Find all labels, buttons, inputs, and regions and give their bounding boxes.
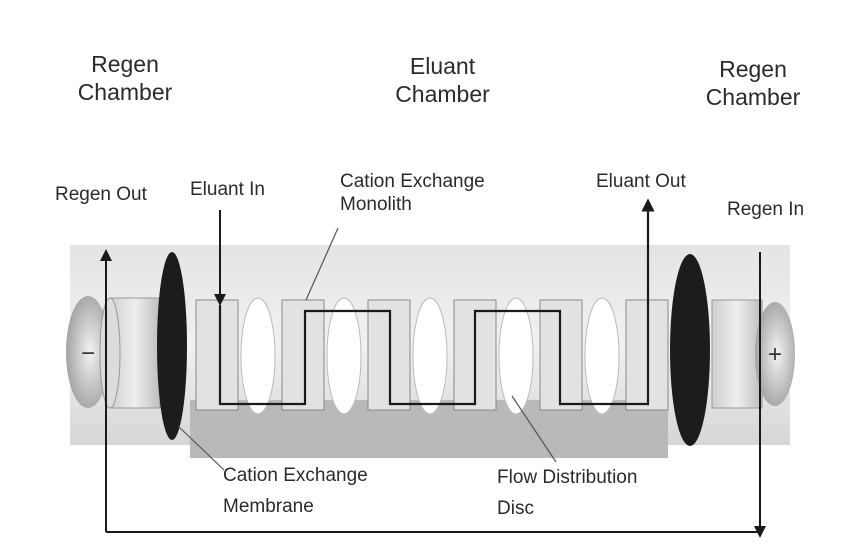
cathode-symbol: − <box>81 340 95 367</box>
disc-label: Flow Distribution Disc <box>497 467 637 521</box>
right-regen-chamber-label: Regen Chamber <box>697 56 809 111</box>
cathode-electrode <box>66 296 110 408</box>
disc-label-line2: Disc <box>497 497 534 519</box>
flow-distribution-disc <box>412 297 448 415</box>
monolith-segments <box>195 299 669 411</box>
membrane-label-line1: Cation Exchange <box>223 465 368 486</box>
membrane-leader-line <box>177 425 225 471</box>
right-regen-cylinder <box>711 299 763 409</box>
monolith-label-line1: Cation Exchange <box>340 171 485 192</box>
monolith-label: Cation Exchange Monolith <box>340 171 485 217</box>
left-regen-chamber-line2: Chamber <box>77 78 173 105</box>
left-regen-chamber-line1: Regen <box>91 51 159 77</box>
flow-distribution-disc <box>498 297 534 415</box>
monolith-segment <box>281 299 325 411</box>
anode-electrode <box>755 302 795 406</box>
disc-leader-line <box>511 395 557 463</box>
eluant-out-label: Eluant Out <box>596 171 686 192</box>
monolith-segment <box>195 299 239 411</box>
regen-in-label: Regen In <box>727 199 805 220</box>
monolith-label-line2: Monolith <box>340 193 412 215</box>
right-regen-chamber-line2: Chamber <box>705 83 801 110</box>
regen-out-label: Regen Out <box>55 184 147 205</box>
disc-label-line1: Flow Distribution <box>497 467 638 488</box>
flow-distribution-disc <box>326 297 362 415</box>
membrane-label-line2: Membrane <box>223 495 314 517</box>
eluant-chamber-line2: Chamber <box>395 80 490 107</box>
anode-symbol: + <box>768 341 782 368</box>
flow-distribution-disc <box>584 297 620 415</box>
flow-distribution-discs <box>240 297 620 415</box>
right-regen-chamber-line1: Regen <box>719 56 787 82</box>
eluant-in-label: Eluant In <box>190 179 265 200</box>
eluant-chamber-line1: Eluant <box>409 53 476 79</box>
left-cation-exchange-membrane <box>157 252 187 440</box>
left-regen-chamber-label: Regen Chamber <box>70 51 180 106</box>
eluant-chamber-label: Eluant Chamber <box>385 53 500 108</box>
right-cation-exchange-membrane <box>670 254 710 446</box>
flow-distribution-disc <box>240 297 276 415</box>
left-regen-cylinder-end <box>99 297 121 409</box>
membrane-label: Cation Exchange Membrane <box>223 465 368 519</box>
eluant-flow-path <box>218 198 655 406</box>
monolith-leader-line <box>305 227 339 301</box>
